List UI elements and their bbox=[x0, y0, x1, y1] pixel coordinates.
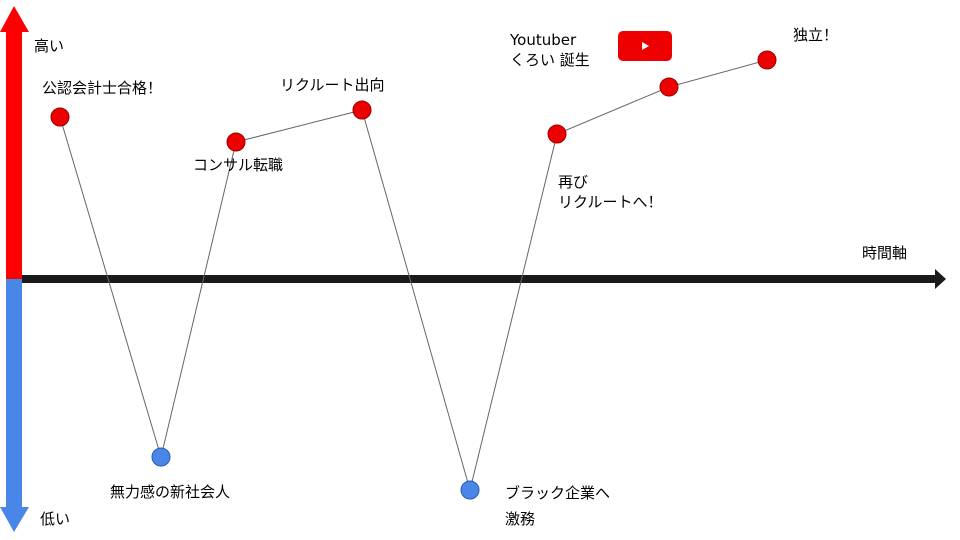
label-line: くろい 誕生 bbox=[510, 51, 590, 69]
connector-line bbox=[469, 133, 558, 491]
vertical-axis-high-arrow bbox=[0, 6, 29, 279]
event-label-recruit-secondment: リクルート出向 bbox=[280, 76, 385, 94]
connector-line bbox=[160, 141, 237, 458]
event-points bbox=[50, 50, 777, 500]
event-label-youtuber: Youtuber くろい 誕生 bbox=[510, 30, 590, 70]
label-line: Youtuber bbox=[510, 31, 577, 49]
label-line: 激務 bbox=[505, 510, 536, 528]
label-line: ブラック企業へ bbox=[505, 484, 611, 502]
event-label-new-employee: 無力感の新社会人 bbox=[110, 483, 231, 501]
connector-line bbox=[556, 86, 670, 135]
event-point-low bbox=[460, 480, 480, 500]
event-label-recruit-again: 再び リクルートへ！ bbox=[558, 172, 663, 212]
connector-line bbox=[668, 59, 768, 88]
low-label: 低い bbox=[40, 510, 71, 528]
event-label-consulting: コンサル転職 bbox=[193, 156, 284, 174]
event-label-cpa: 公認会計士合格！ bbox=[42, 79, 163, 97]
vertical-axis-low-arrow bbox=[0, 279, 29, 532]
event-point-high bbox=[50, 107, 70, 127]
connector-line bbox=[235, 109, 363, 143]
label-line: 再び bbox=[558, 173, 589, 191]
high-label: 高い bbox=[34, 37, 65, 55]
event-label-black-company: ブラック企業へ 激務 bbox=[505, 483, 610, 529]
youtube-icon bbox=[618, 31, 672, 61]
time-axis-label: 時間軸 bbox=[862, 244, 908, 262]
event-point-high bbox=[757, 50, 777, 70]
event-point-high bbox=[547, 124, 567, 144]
event-point-high bbox=[659, 77, 679, 97]
event-point-high bbox=[226, 132, 246, 152]
connector-line bbox=[59, 116, 162, 458]
event-point-low bbox=[151, 447, 171, 467]
event-label-independence: 独立！ bbox=[793, 26, 839, 44]
connector-lines bbox=[59, 59, 768, 491]
label-line: リクルートへ！ bbox=[558, 193, 663, 211]
event-point-high bbox=[352, 100, 372, 120]
connector-line bbox=[361, 109, 471, 491]
time-axis-arrow bbox=[22, 269, 946, 289]
